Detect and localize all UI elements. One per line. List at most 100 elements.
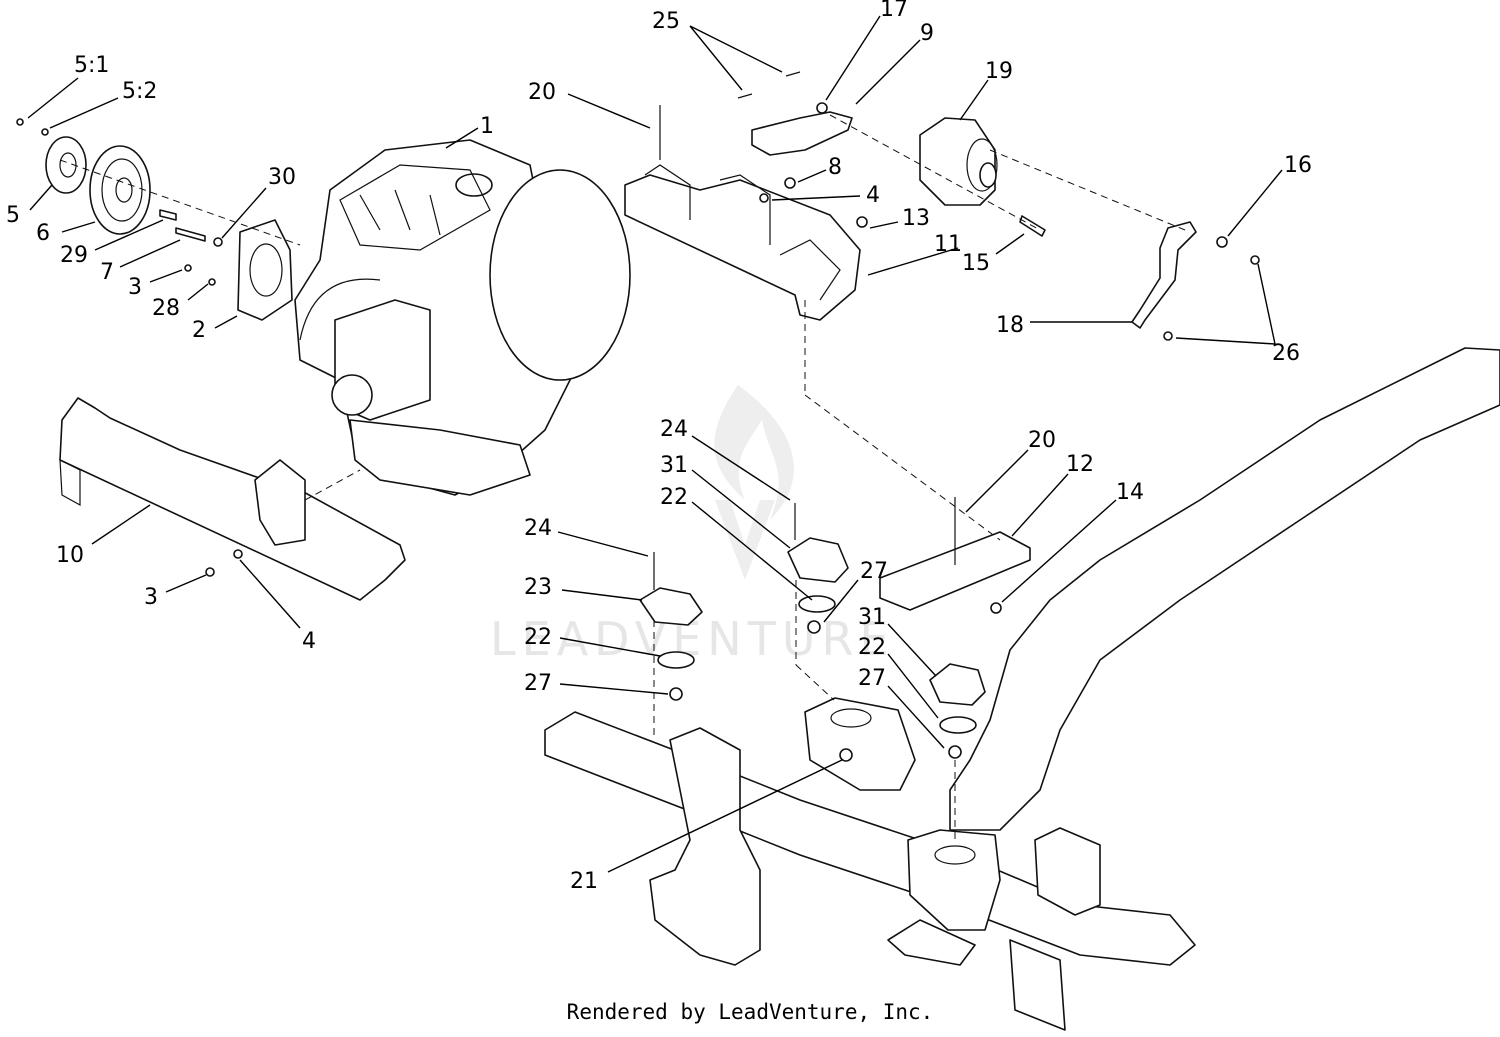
leader-8 bbox=[797, 169, 827, 183]
leader-5 bbox=[29, 184, 53, 211]
leader-22a bbox=[691, 501, 813, 601]
leader-10 bbox=[91, 504, 151, 545]
isolator-part-31-right bbox=[929, 663, 986, 706]
washer-part-22-left bbox=[657, 651, 695, 669]
washer-part-8 bbox=[784, 177, 796, 189]
assembly-line-center-mount-2 bbox=[795, 664, 835, 701]
callout-31b: 31 bbox=[858, 605, 886, 630]
leader-1 bbox=[445, 127, 479, 149]
callout-9: 9 bbox=[920, 21, 934, 46]
leader-20b bbox=[965, 449, 1029, 513]
leader-27b bbox=[559, 683, 669, 695]
leader-26a bbox=[1257, 263, 1276, 345]
leader-7 bbox=[119, 239, 181, 268]
adapter-plate-part-2 bbox=[237, 219, 293, 321]
pulley-groove bbox=[101, 158, 143, 222]
leader-2 bbox=[214, 315, 238, 329]
callout-7: 7 bbox=[100, 260, 114, 285]
callout-26: 26 bbox=[1272, 341, 1300, 366]
engine-flywheel-housing bbox=[489, 169, 631, 381]
brace-body bbox=[1131, 221, 1197, 329]
callout-10: 10 bbox=[56, 543, 84, 568]
callout-27a: 27 bbox=[860, 559, 888, 584]
leader-6 bbox=[61, 221, 96, 233]
leader-28 bbox=[187, 283, 209, 301]
engine-oil-cap bbox=[455, 173, 493, 197]
callout-25: 25 bbox=[652, 9, 680, 34]
washer-part-16 bbox=[1216, 236, 1228, 248]
nut-part-27-right bbox=[948, 745, 962, 759]
bolt-part-3-top bbox=[184, 264, 192, 272]
footer-credit: Rendered by LeadVenture, Inc. bbox=[566, 1000, 934, 1024]
front-support-part-10 bbox=[59, 397, 406, 601]
washer-part-5-2 bbox=[41, 128, 49, 136]
leader-3a bbox=[149, 269, 183, 283]
callout-30: 30 bbox=[268, 165, 296, 190]
assembly-line-pulley-axis bbox=[59, 159, 301, 246]
bolt-part-5-1 bbox=[16, 118, 24, 126]
frame-center-mount-hole bbox=[830, 708, 872, 728]
adapter-plate-bore bbox=[249, 243, 283, 297]
callout-12: 12 bbox=[1066, 452, 1094, 477]
leader-4a bbox=[771, 195, 861, 201]
callout-5: 5 bbox=[6, 203, 20, 228]
bolt-part-25-b bbox=[785, 71, 801, 77]
engine-hose bbox=[299, 278, 381, 341]
isolator-mount-right bbox=[929, 663, 986, 759]
leader-5-2 bbox=[49, 97, 119, 129]
leader-3b bbox=[165, 574, 207, 593]
pulley-group bbox=[16, 118, 293, 321]
leader-31a bbox=[691, 469, 791, 549]
engine-assembly bbox=[294, 139, 631, 496]
callout-29: 29 bbox=[60, 243, 88, 268]
leader-15 bbox=[995, 233, 1025, 255]
callout-21: 21 bbox=[570, 869, 598, 894]
leader-27a bbox=[823, 579, 859, 623]
nut-part-17 bbox=[816, 102, 828, 114]
pulley-bore bbox=[115, 177, 133, 203]
frame-rear-mount-hole bbox=[934, 845, 976, 865]
front-support-washer-4 bbox=[233, 549, 243, 559]
frame-lower-plate bbox=[887, 919, 976, 966]
leader-25b bbox=[689, 25, 783, 73]
callout-8: 8 bbox=[828, 155, 842, 180]
leader-14 bbox=[1001, 499, 1117, 603]
bolt-part-26-bottom bbox=[1163, 331, 1173, 341]
bolt-part-13 bbox=[856, 216, 868, 228]
engine-starter bbox=[331, 374, 373, 416]
callout-22c: 22 bbox=[858, 635, 886, 660]
callout-19: 19 bbox=[985, 59, 1013, 84]
mount-plate-part-12 bbox=[879, 497, 1031, 614]
callout-3b: 3 bbox=[144, 585, 158, 610]
watermark-flame-mark bbox=[714, 385, 794, 580]
washer-part-28 bbox=[208, 278, 216, 286]
isolator-mount-center bbox=[787, 503, 849, 634]
callout-20a: 20 bbox=[528, 80, 556, 105]
nut-part-14 bbox=[990, 602, 1002, 614]
leader-22b bbox=[559, 637, 661, 657]
leader-19 bbox=[959, 79, 989, 121]
callout-5-2: 5:2 bbox=[122, 79, 157, 104]
leader-4b bbox=[239, 559, 301, 629]
nut-part-27-center bbox=[807, 620, 821, 634]
frame-left-tower bbox=[649, 727, 761, 966]
isolator-mount-left bbox=[639, 552, 703, 701]
engine-oil-pan bbox=[349, 419, 531, 496]
callout-4b: 4 bbox=[302, 629, 316, 654]
assembly-lines bbox=[59, 114, 1186, 840]
leader-31b bbox=[887, 623, 937, 677]
upper-bracket-ears bbox=[644, 164, 841, 301]
leader-5-1 bbox=[27, 77, 79, 119]
leader-22c bbox=[887, 653, 939, 719]
callout-17: 17 bbox=[880, 0, 908, 22]
callout-27c: 27 bbox=[858, 666, 886, 691]
leader-24a bbox=[691, 435, 791, 501]
callout-2: 2 bbox=[192, 318, 206, 343]
callout-1: 1 bbox=[480, 114, 494, 139]
leader-20a bbox=[567, 93, 651, 129]
idler-bracket-arm bbox=[751, 111, 853, 156]
callout-15: 15 bbox=[962, 251, 990, 276]
leader-17 bbox=[825, 15, 881, 101]
front-support-hitch bbox=[59, 459, 81, 507]
leader-23 bbox=[561, 589, 643, 601]
